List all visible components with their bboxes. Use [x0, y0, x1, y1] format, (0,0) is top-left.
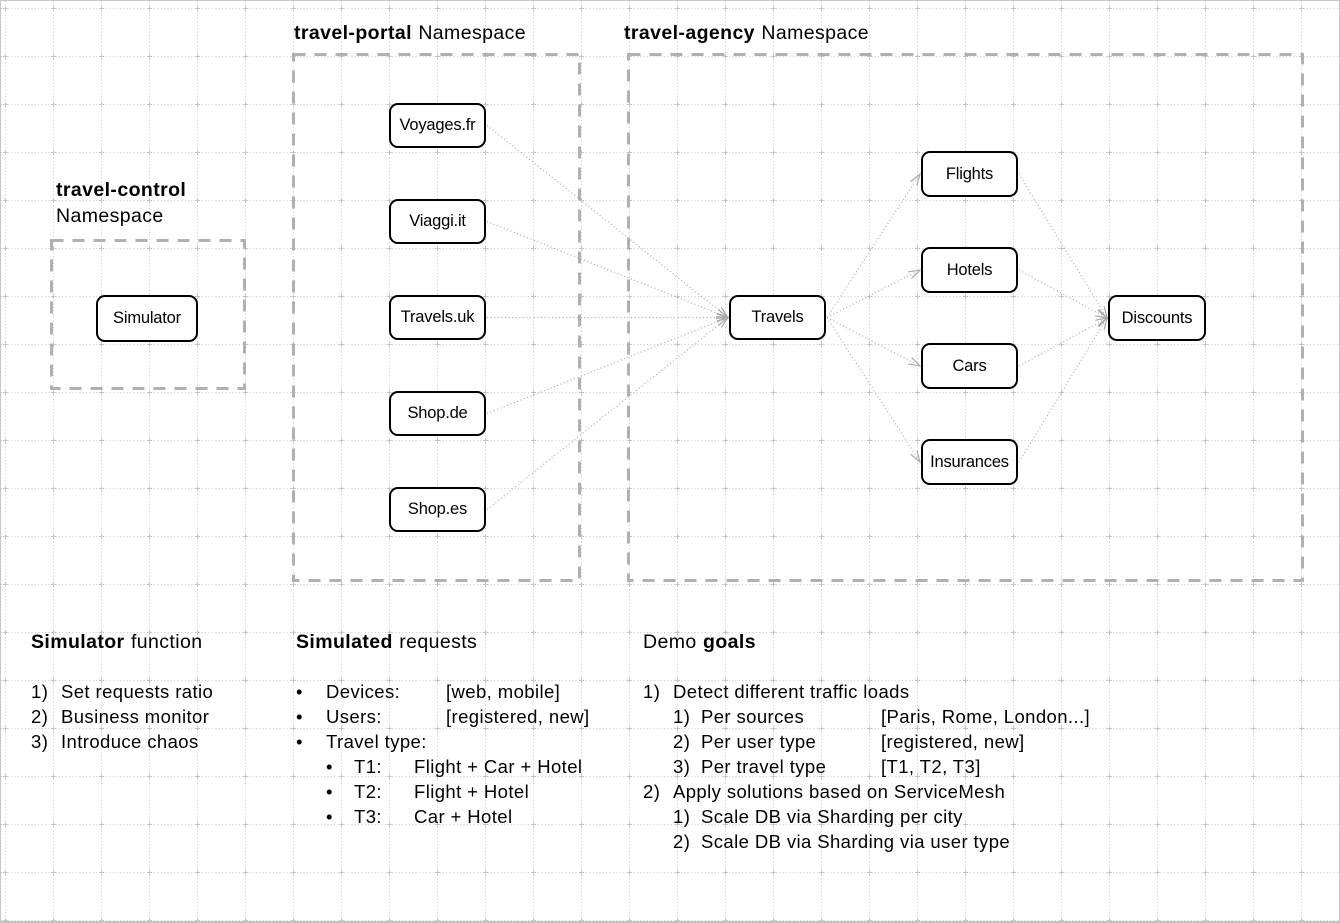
list-item-number: 3) — [673, 756, 691, 777]
section-heading-bold: goals — [703, 631, 756, 653]
diagram-edges — [486, 125, 1109, 510]
list-item-label: Per user type — [701, 731, 817, 752]
node-shop-es[interactable]: Shop.es — [389, 487, 486, 532]
list-item-value: Flight + Car + Hotel — [414, 756, 583, 777]
bullet-icon: • — [326, 781, 333, 802]
section-heading: Demo goals — [643, 631, 756, 654]
bullet-icon: • — [296, 731, 303, 752]
section-heading-rest: requests — [399, 631, 478, 653]
node-travels-uk-label: Travels.uk — [400, 308, 475, 326]
section-heading-rest: function — [130, 631, 203, 653]
namespace-title-portal-rest: Namespace — [418, 22, 526, 44]
list-item-text: Introduce chaos — [61, 731, 199, 752]
node-cars-label: Cars — [952, 356, 987, 375]
list-item-text: Business monitor — [61, 706, 210, 727]
namespace-title-portal-bold: travel-portal — [294, 22, 412, 44]
list-item-value: [web, mobile] — [446, 681, 561, 702]
list-item-number: 2) — [643, 781, 661, 802]
list-item-text: Apply solutions based on ServiceMesh — [673, 781, 1006, 802]
list-item-value: [Paris, Rome, London...] — [881, 706, 1091, 727]
node-simulator[interactable]: Simulator — [96, 295, 198, 342]
list-item-label: Per travel type — [701, 756, 827, 777]
bullet-icon: • — [326, 756, 333, 777]
node-shop-de[interactable]: Shop.de — [389, 391, 486, 436]
node-viaggi-it-label: Viaggi.it — [409, 212, 466, 230]
list-item-label: T3: — [354, 806, 382, 827]
namespace-title-agency-rest: Namespace — [761, 22, 870, 44]
section-heading-bold: Simulated — [296, 631, 393, 653]
namespace-border-agency — [627, 53, 1304, 582]
list-item-number: 2) — [673, 831, 691, 852]
list-item-value: [registered, new] — [446, 706, 590, 727]
node-discounts[interactable]: Discounts — [1108, 295, 1206, 341]
list-item-number: 1) — [31, 681, 49, 702]
node-voyages-fr-label: Voyages.fr — [399, 116, 476, 134]
namespace-title-agency: travel-agency Namespace — [624, 20, 869, 46]
bullet-icon: • — [296, 706, 303, 727]
namespace-title-portal: travel-portal Namespace — [294, 20, 526, 46]
list-item-label: T1: — [354, 756, 382, 777]
bullet-icon: • — [296, 681, 303, 702]
namespace-title-control-bold: travel-control — [56, 179, 187, 201]
node-travels[interactable]: Travels — [729, 295, 826, 340]
list-item-value: [T1, T2, T3] — [881, 756, 981, 777]
node-travels-label: Travels — [751, 308, 804, 326]
list-item-number: 1) — [673, 806, 691, 827]
list-item-label: Per sources — [701, 706, 805, 727]
namespace-border-portal — [292, 53, 581, 582]
node-insurances-label: Insurances — [930, 452, 1009, 471]
list-item-label: Devices: — [326, 681, 401, 702]
list-item-label: Users: — [326, 706, 382, 727]
section-heading-pre: Demo — [643, 631, 697, 653]
node-hotels[interactable]: Hotels — [921, 247, 1018, 293]
node-flights-label: Flights — [945, 164, 994, 183]
list-item-text: Detect different traffic loads — [673, 681, 910, 702]
node-discounts-label: Discounts — [1121, 308, 1193, 327]
list-item-value: Flight + Hotel — [414, 781, 530, 802]
node-simulator-label: Simulator — [113, 309, 181, 327]
node-shop-de-label: Shop.de — [407, 404, 468, 422]
node-travels-uk[interactable]: Travels.uk — [389, 295, 486, 340]
list-item-label: T2: — [354, 781, 382, 802]
node-hotels-label: Hotels — [946, 260, 993, 279]
list-item-label: Travel type: — [326, 731, 427, 752]
list-item-number: 1) — [673, 706, 691, 727]
node-flights[interactable]: Flights — [921, 151, 1018, 197]
section-heading-bold: Simulator — [31, 631, 125, 653]
list-item-number: 3) — [31, 731, 49, 752]
section-heading: Simulated requests — [296, 631, 477, 654]
namespace-title-control-rest: Namespace — [56, 205, 164, 227]
list-item-value: [registered, new] — [881, 731, 1025, 752]
namespace-title-agency-bold: travel-agency — [624, 22, 755, 44]
node-shop-es-label: Shop.es — [407, 500, 468, 518]
list-item-number: 2) — [673, 731, 691, 752]
list-item-text: Scale DB via Sharding per city — [701, 806, 963, 827]
list-item-value: Car + Hotel — [414, 806, 513, 827]
list-item-text: Set requests ratio — [61, 681, 214, 702]
node-cars[interactable]: Cars — [921, 343, 1018, 389]
bullet-icon: • — [326, 806, 333, 827]
node-insurances[interactable]: Insurances — [921, 439, 1018, 485]
list-item-text: Scale DB via Sharding via user type — [701, 831, 1011, 852]
namespace-title-control: travel-control Namespace — [56, 177, 186, 229]
list-item-number: 1) — [643, 681, 661, 702]
list-item-number: 2) — [31, 706, 49, 727]
node-voyages-fr[interactable]: Voyages.fr — [389, 103, 486, 148]
node-viaggi-it[interactable]: Viaggi.it — [389, 199, 486, 244]
